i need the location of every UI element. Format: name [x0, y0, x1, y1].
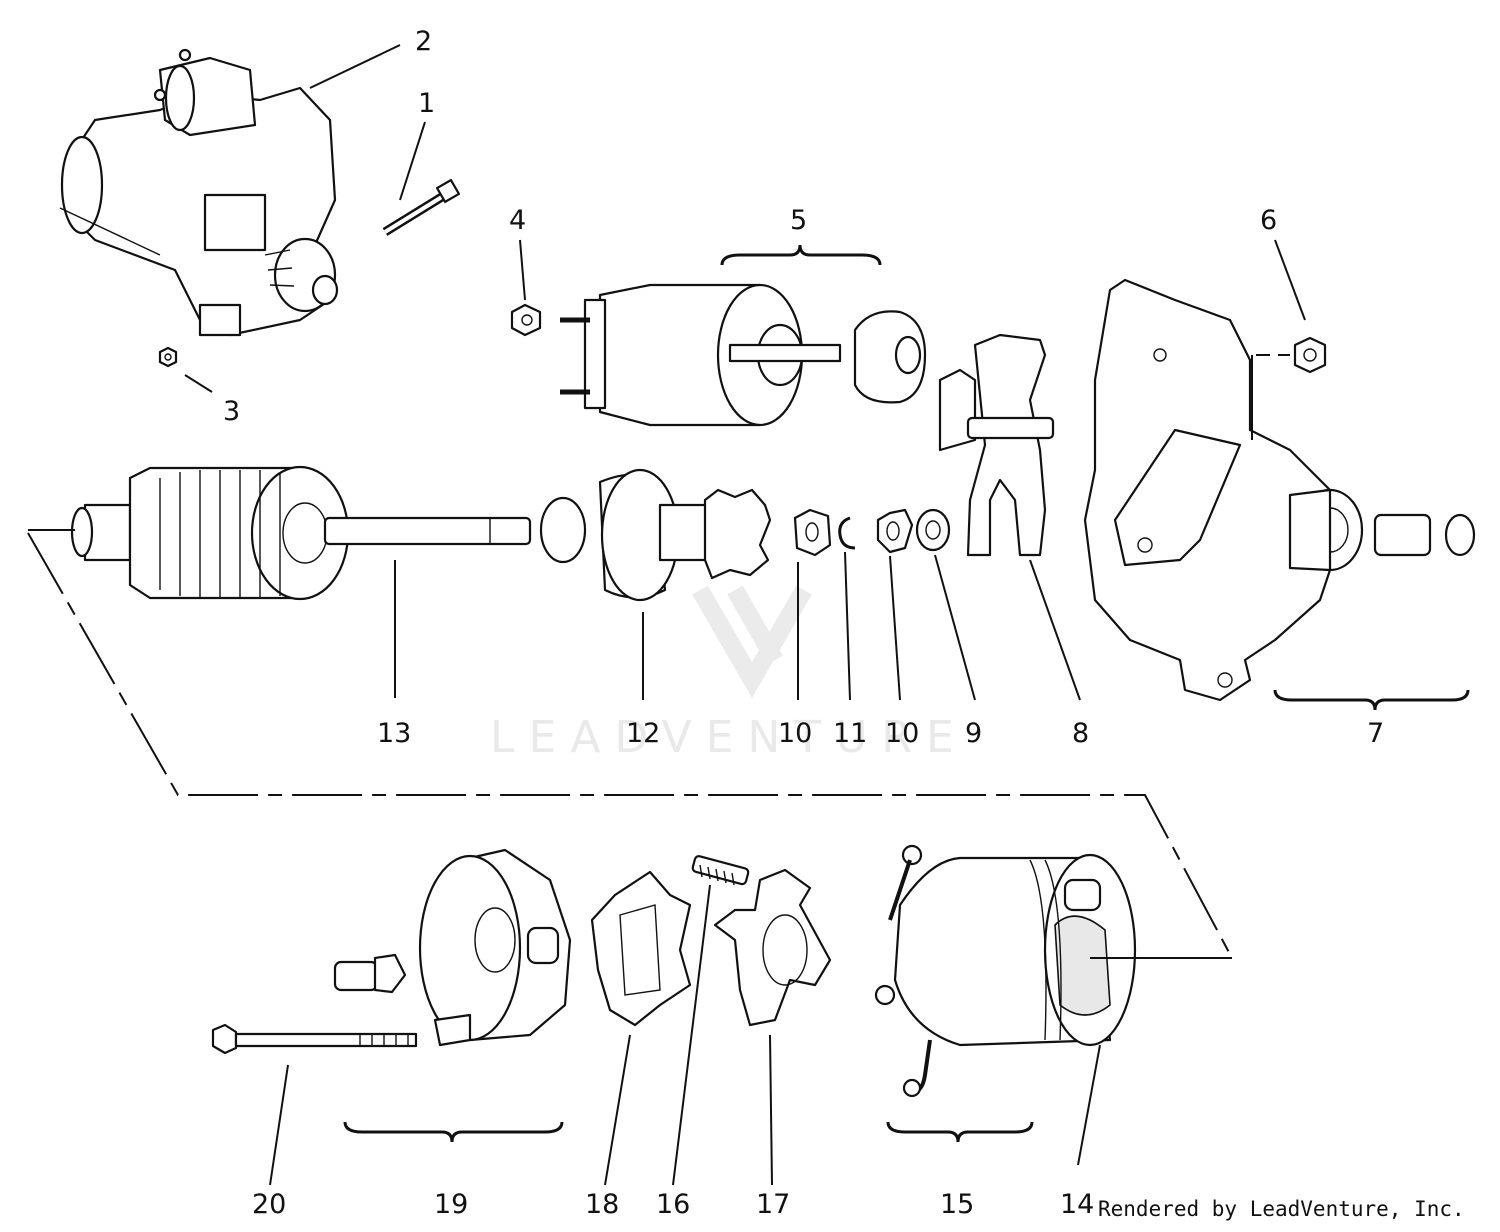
- callout-6: 6: [1260, 205, 1277, 236]
- snap-ring-part-11: [838, 516, 856, 550]
- leader-lines: [184, 44, 1306, 1186]
- callout-9: 9: [965, 718, 982, 749]
- callout-8: 8: [1072, 718, 1089, 749]
- callout-20: 20: [252, 1189, 286, 1220]
- callout-7: 7: [1367, 718, 1384, 749]
- shift-lever-part-8: [938, 333, 1055, 557]
- callout-15: 15: [940, 1189, 974, 1220]
- callout-2: 2: [415, 26, 432, 57]
- watermark-text: LEADVENTURE: [490, 712, 968, 763]
- brush-holder-part-17: [713, 868, 832, 1027]
- callout-12: 12: [626, 718, 660, 749]
- callout-10a: 10: [778, 718, 812, 749]
- callout-10b: 10: [885, 718, 919, 749]
- end-frame-part-19: [333, 848, 572, 1047]
- solenoid-part-5: [560, 283, 927, 427]
- nut-part-4: [510, 303, 542, 337]
- clutch-part-12: [539, 468, 772, 602]
- starter-assembly-part: [59, 48, 339, 337]
- yoke-part-14: [874, 844, 1137, 1098]
- callout-13: 13: [377, 718, 411, 749]
- brush-spring-part-16: [691, 855, 750, 886]
- callout-labels: 1 2 3 4 5 6 7 8 9 10 10 11 12 13 14 15 1…: [223, 26, 1384, 1220]
- armature-part-13: [70, 465, 532, 601]
- callout-5: 5: [790, 205, 807, 236]
- callout-3: 3: [223, 396, 240, 427]
- watermark-logo: [692, 585, 812, 698]
- through-bolt-part-20: [211, 1023, 418, 1055]
- brace-19: [343, 1121, 564, 1143]
- nut-part-6: [1293, 336, 1327, 374]
- stop-collar-part-10: [793, 508, 914, 557]
- drive-housing-part-7: [1083, 278, 1476, 702]
- callout-1: 1: [418, 88, 435, 119]
- credit-text: Rendered by LeadVenture, Inc.: [1098, 1197, 1465, 1221]
- brace-15: [886, 1121, 1034, 1143]
- washer-part-9: [915, 508, 951, 552]
- callout-16: 16: [656, 1189, 690, 1220]
- bolt-part-1: [382, 178, 461, 236]
- callout-11: 11: [833, 718, 867, 749]
- callout-17: 17: [756, 1189, 790, 1220]
- brace-5: [720, 244, 882, 266]
- callout-18: 18: [585, 1189, 619, 1220]
- nut-part-3: [158, 346, 178, 368]
- brace-7: [1273, 689, 1470, 711]
- plate-part-18: [590, 870, 692, 1027]
- callout-19: 19: [434, 1189, 468, 1220]
- callout-14: 14: [1060, 1189, 1094, 1220]
- callout-4: 4: [509, 205, 526, 236]
